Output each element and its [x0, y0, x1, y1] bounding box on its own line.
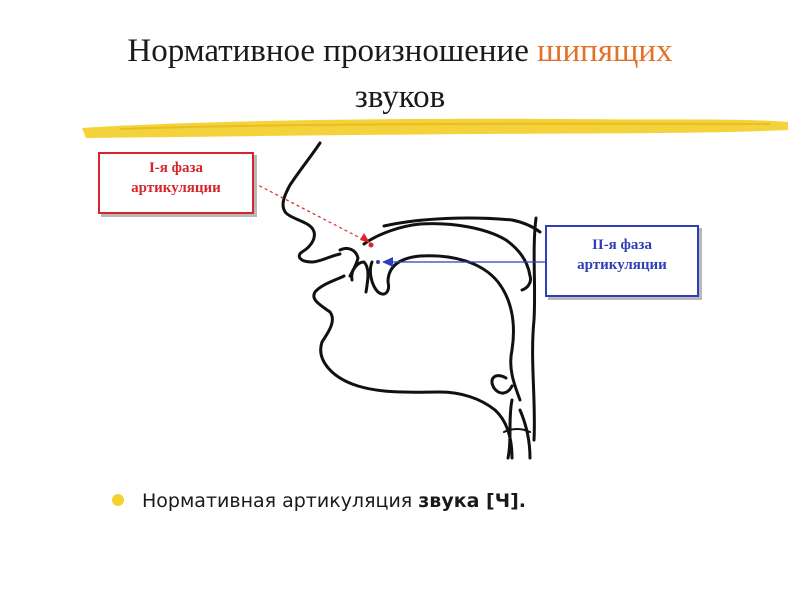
- palate-outline: [362, 222, 532, 292]
- phase2-contact-point: [376, 260, 380, 264]
- bullet-item: Нормативная артикуляция звука [Ч].: [112, 490, 526, 512]
- nasal-floor: [382, 216, 542, 234]
- lower-incisor: [350, 260, 370, 294]
- phase1-label-box: I-я фаза артикуляции: [98, 152, 254, 214]
- phase2-label-line1: II-я фаза: [592, 237, 652, 253]
- chin-outline: [312, 274, 514, 460]
- upper-incisor: [338, 246, 360, 278]
- vocal-cords: [503, 428, 531, 433]
- phase1-contact-point: [368, 242, 374, 248]
- epiglottis-outline: [490, 374, 514, 395]
- phase2-label-line2: артикуляции: [577, 257, 667, 273]
- title-underline-stroke: [82, 118, 788, 138]
- tongue-outline: [368, 254, 522, 402]
- title-accent-text: шипящих: [537, 33, 673, 69]
- face-profile-outline: [281, 141, 342, 264]
- bullet-bold-text: звука [Ч].: [418, 490, 526, 512]
- trachea-outline: [518, 408, 532, 460]
- title-line-1: Нормативное произношение шипящих: [0, 28, 800, 74]
- title-line-2: звуков: [354, 79, 446, 115]
- phase1-label-line2: артикуляции: [131, 180, 221, 196]
- phase1-label-line1: I-я фаза: [148, 160, 204, 176]
- phase2-label-box: II-я фаза артикуляции: [545, 225, 699, 297]
- slide-title: Нормативное произношение шипящих звуков: [0, 28, 800, 120]
- phase1-leader-line: [253, 182, 369, 243]
- bullet-plain-text: Нормативная артикуляция: [142, 490, 419, 512]
- phase2-arrowhead: [382, 257, 393, 267]
- phase1-arrowhead: [360, 233, 370, 243]
- title-plain-text: Нормативное произношение: [127, 33, 538, 69]
- pharynx-back-wall: [531, 216, 538, 442]
- bullet-dot-icon: [112, 493, 124, 506]
